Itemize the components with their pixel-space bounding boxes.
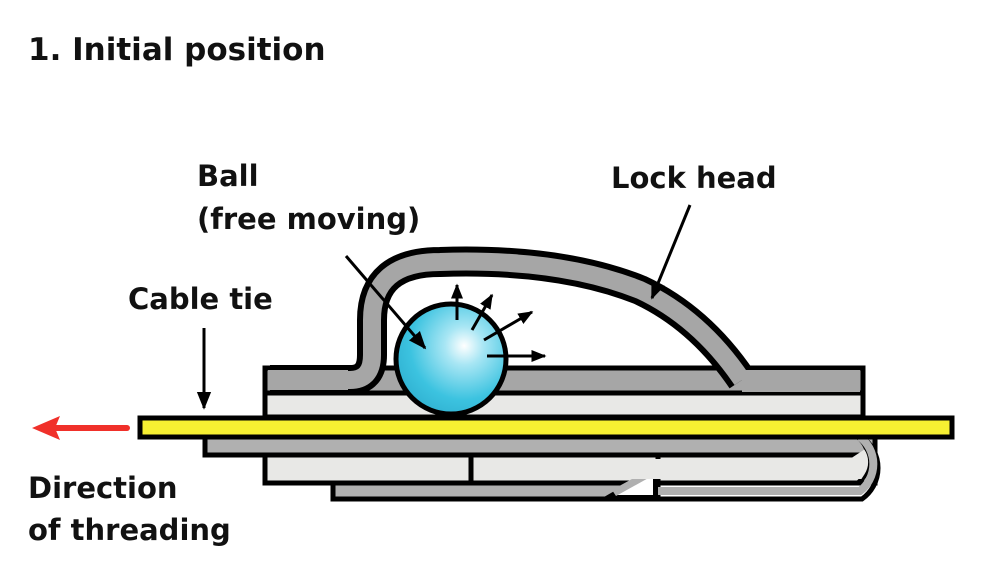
housing-lower [202,433,881,502]
ball-label-line2: (free moving) [197,202,420,236]
cable-tie-strip [137,415,955,440]
lock-head-pointer [650,204,692,300]
ball-label-line1: Ball [197,159,259,193]
cable-tie-label: Cable tie [128,282,273,316]
direction-label-line1: Direction [28,471,178,505]
lock-head [268,246,860,395]
diagram-title: 1. Initial position [28,32,326,68]
direction-arrow [32,416,130,440]
lock-head-label: Lock head [611,161,777,195]
direction-label-line2: of threading [28,513,231,547]
ball-pointer [344,255,427,350]
force-arrows [451,283,547,362]
ball [393,301,509,417]
